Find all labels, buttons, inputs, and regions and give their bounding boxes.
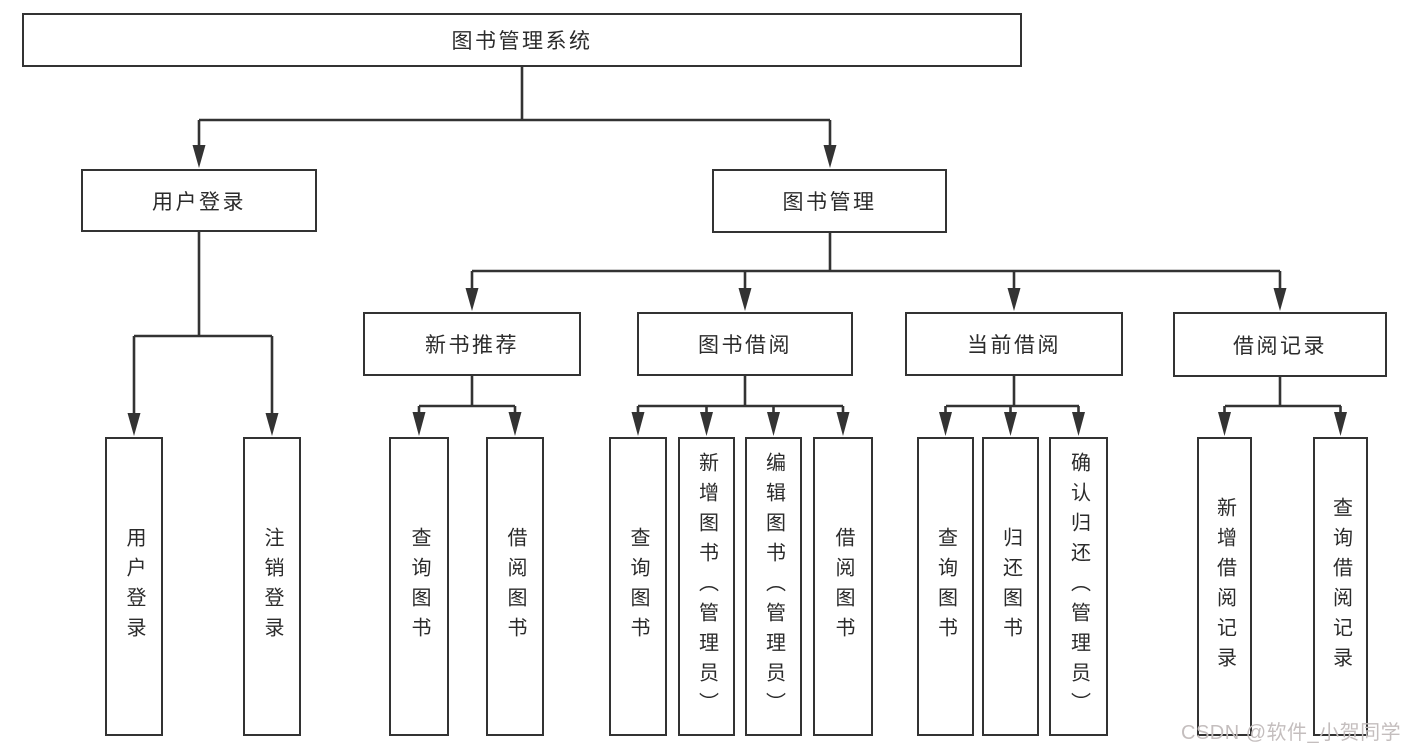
node-borrow-record: 借阅记录 [1173,312,1387,377]
leaf-record-query-label: 查询借阅记录 [1329,496,1352,677]
leaf-borrow-query-label: 查询图书 [627,526,649,647]
node-user-login-branch-label: 用户登录 [152,190,246,214]
node-borrow-record-label: 借阅记录 [1233,334,1327,358]
leaf-new-book-borrow: 借阅图书 [486,437,544,736]
leaf-user-login-label: 用户登录 [123,526,145,647]
leaf-borrow-book-label: 借阅图书 [832,526,854,647]
leaf-borrow-edit-admin: 编辑图书（管理员） [745,437,802,736]
node-current-borrow: 当前借阅 [905,312,1123,376]
node-book-mgmt-branch-label: 图书管理 [782,191,877,214]
leaf-current-return-label: 归还图书 [999,526,1022,647]
node-root-label: 图书管理系统 [451,30,593,53]
leaf-logout: 注销登录 [243,437,301,736]
leaf-record-add: 新增借阅记录 [1197,437,1252,736]
leaf-borrow-book: 借阅图书 [813,437,873,736]
node-new-book-rec-label: 新书推荐 [425,334,519,357]
connector-new-book-rec-children [412,376,522,436]
leaf-current-confirm-admin: 确认归还（管理员） [1049,437,1108,736]
connector-book-mgmt-children [465,233,1287,311]
node-root: 图书管理系统 [22,13,1022,67]
leaf-logout-label: 注销登录 [261,526,283,647]
leaf-borrow-add-admin: 新增图书（管理员） [678,437,735,736]
connector-book-borrow-children [631,376,850,436]
connector-current-borrow-children [939,376,1085,436]
node-user-login-branch: 用户登录 [81,169,317,232]
connector-user-login-children [127,232,279,436]
leaf-new-book-query-label: 查询图书 [408,526,430,647]
leaf-borrow-edit-admin-label: 编辑图书（管理员） [762,451,785,722]
leaf-user-login: 用户登录 [105,437,163,736]
leaf-record-add-label: 新增借阅记录 [1213,496,1236,677]
csdn-watermark: CSDN @软件_小贺同学 [1181,722,1402,744]
node-new-book-rec: 新书推荐 [363,312,581,376]
leaf-current-confirm-admin-label: 确认归还（管理员） [1067,451,1090,722]
leaf-borrow-query: 查询图书 [609,437,667,736]
leaf-record-query: 查询借阅记录 [1313,437,1368,736]
connector-root-to-level2 [192,67,837,168]
leaf-current-return: 归还图书 [982,437,1039,736]
leaf-current-query: 查询图书 [917,437,974,736]
node-current-borrow-label: 当前借阅 [967,334,1061,357]
leaf-current-query-label: 查询图书 [934,526,957,647]
leaf-new-book-query: 查询图书 [389,437,449,736]
leaf-new-book-borrow-label: 借阅图书 [504,526,526,647]
connector-borrow-record-children [1218,376,1347,436]
leaf-borrow-add-admin-label: 新增图书（管理员） [695,451,718,722]
node-book-borrow-label: 图书借阅 [698,334,792,357]
node-book-mgmt-branch: 图书管理 [712,169,947,233]
node-book-borrow: 图书借阅 [637,312,853,376]
